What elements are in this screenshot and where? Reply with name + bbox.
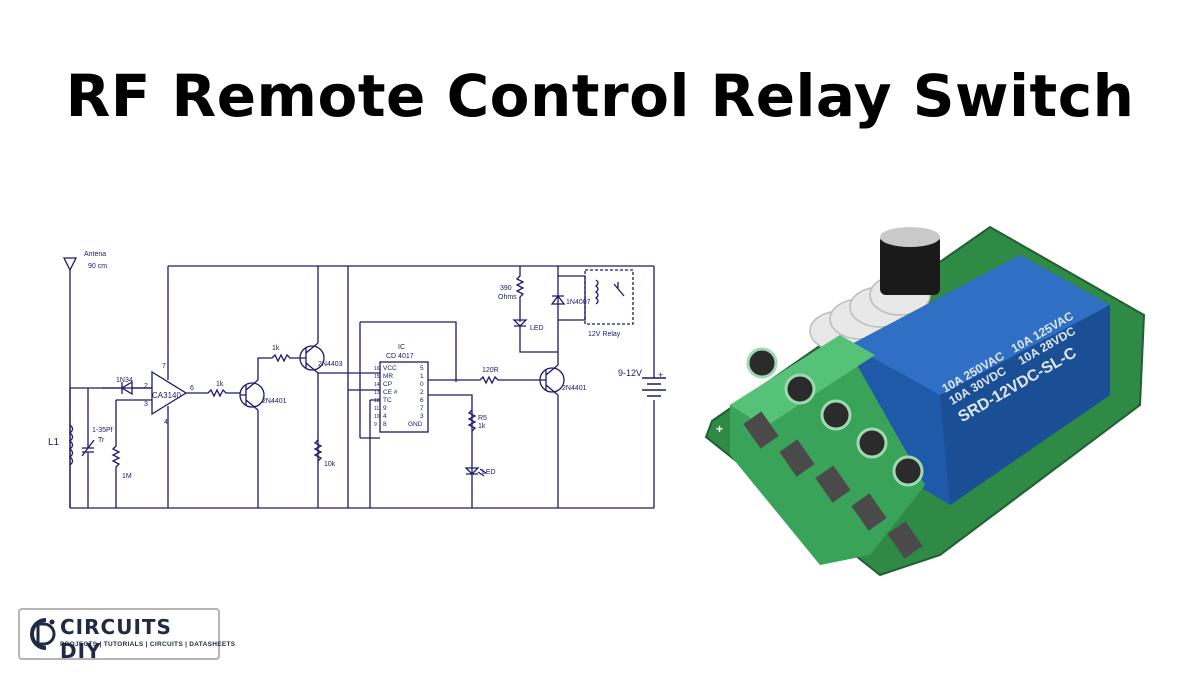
- pcb-plus-mark: +: [716, 422, 723, 436]
- battery-symbol: [642, 377, 666, 397]
- label-cap: 1-35Pf: [92, 427, 113, 434]
- label-ic-name: CD 4017: [386, 353, 414, 360]
- ic-pin-label-left: 8: [383, 421, 387, 428]
- label-ic: IC: [398, 344, 405, 351]
- led-2: [464, 467, 487, 477]
- label-r1k-b: 1k: [272, 345, 280, 352]
- terminal-block: [730, 335, 925, 565]
- ic-pin-label-right: 6: [420, 397, 424, 404]
- label-pin6: 6: [190, 385, 194, 392]
- diode-1n4007: [550, 275, 586, 321]
- label-390: 390: [500, 285, 512, 292]
- ic-cd4017: [379, 361, 429, 433]
- label-l1: L1: [48, 437, 60, 448]
- terminal-screw-3: [820, 399, 852, 431]
- label-pin2: 2: [144, 383, 148, 390]
- label-1n4007: 1N4007: [566, 299, 591, 306]
- ic-pin-label-left: CP: [383, 381, 392, 388]
- label-opamp: CA3140: [152, 391, 181, 400]
- label-1m: 1M: [122, 473, 132, 480]
- terminal-screw-4: [856, 427, 888, 459]
- trimmer-cap: [81, 388, 95, 508]
- label-antenna-length: 90 cm: [88, 263, 107, 270]
- label-pin3: 3: [144, 401, 148, 408]
- ic-pin-label-left: 9: [383, 405, 387, 412]
- label-120r: 120R: [482, 367, 499, 374]
- opamp-ca3140: [151, 370, 188, 416]
- label-relay: 12V Relay: [588, 331, 621, 338]
- label-cap-tr: Tr: [98, 437, 105, 444]
- diode-1n34: [102, 380, 152, 396]
- electrolytic-capacitor: [880, 227, 940, 295]
- terminal-screw-1: [746, 347, 778, 379]
- coil-l1: [68, 424, 74, 466]
- label-led2: LED: [482, 469, 496, 476]
- ic-pin-num-left: 11: [374, 406, 379, 412]
- ic-pin-num-left: 9: [374, 422, 377, 428]
- ic-pin-label-right: 5: [420, 365, 424, 372]
- ic-pin-label-right: 3: [420, 413, 424, 420]
- ic-pin-num-left: 15: [374, 374, 380, 380]
- label-q2: 2N4403: [318, 361, 343, 368]
- transistor-q2: [299, 345, 325, 371]
- terminal-screw-2: [784, 373, 816, 405]
- circuits-diy-logo[interactable]: CIRCUITS DIY PROJECTS | TUTORIALS | CIRC…: [18, 608, 235, 663]
- ic-pin-num-left: 10: [374, 414, 380, 420]
- ic-pin-label-right: 1: [420, 373, 424, 380]
- ic-pin-num-left: 13: [374, 390, 380, 396]
- ic-pin-label-right: 0: [420, 381, 424, 388]
- logo-cd-icon: [30, 618, 56, 650]
- label-r5: R5: [478, 415, 487, 422]
- terminal-screw-5: [892, 455, 924, 487]
- ic-pin-label-left: CE #: [383, 389, 398, 396]
- ic-pin-num-left: 16: [374, 366, 380, 372]
- circuit-schematic: Antena 90 cm L1 1-35Pf Tr 1N34 1M CA3140…: [48, 251, 666, 509]
- resistor-10k: [313, 439, 323, 462]
- label-q3: 2N4401: [562, 385, 587, 392]
- blue-relay: [850, 255, 1110, 505]
- ic-pin-label-left: MR: [383, 373, 393, 380]
- label-antenna: Antena: [84, 251, 106, 258]
- resistor-r5: [467, 409, 477, 432]
- ic-pin-label-left: 4: [383, 413, 387, 420]
- label-10k: 10k: [324, 461, 336, 468]
- ic-pin-label-right: 2: [420, 389, 424, 396]
- ic-pin-label-left: TC: [383, 397, 392, 404]
- resistor-1m: [111, 400, 121, 508]
- label-pin4: 4: [164, 419, 168, 426]
- label-q1: 2N4401: [262, 398, 287, 405]
- relay-module-photo: 10A 250VAC 10A 30VDC 10A 125VAC 10A 28VD…: [704, 225, 1146, 577]
- ic-pin-label-right: GND: [408, 421, 423, 428]
- label-ohms: Ohms: [498, 294, 517, 301]
- relay-12v: [584, 269, 634, 325]
- logo-tagline: PROJECTS | TUTORIALS | CIRCUITS | DATASH…: [60, 641, 236, 648]
- ic-pin-label-left: VCC: [383, 365, 397, 372]
- label-plus: +: [658, 370, 663, 380]
- page-title: RF Remote Control Relay Switch: [65, 62, 1135, 130]
- logo-name: CIRCUITS DIY: [60, 615, 172, 663]
- label-r5-value: 1k: [478, 423, 486, 430]
- label-supply: 9-12V: [618, 368, 642, 378]
- ic-pin-num-left: 14: [374, 382, 380, 388]
- ic-pin-num-left: 12: [374, 398, 380, 404]
- label-r1k-a: 1k: [216, 381, 224, 388]
- label-pin7: 7: [162, 363, 166, 370]
- ic-pin-label-right: 7: [420, 405, 424, 412]
- label-diode-1n34: 1N34: [116, 377, 133, 384]
- label-led1: LED: [530, 325, 544, 332]
- led-1: [512, 319, 558, 353]
